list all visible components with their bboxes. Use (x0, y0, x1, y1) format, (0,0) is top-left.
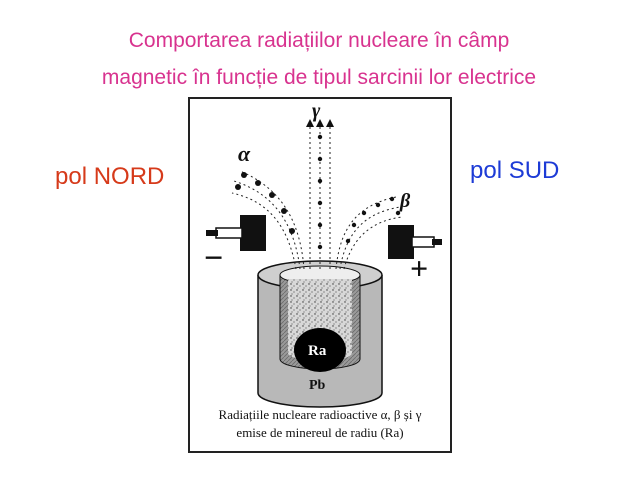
caption-line-1: Radiațiile nucleare radioactive α, β și … (219, 407, 422, 422)
north-pole-label: pol NORD (55, 163, 165, 190)
beta-symbol: β (399, 190, 411, 212)
lead-label: Pb (309, 378, 326, 393)
negative-electrode (206, 215, 266, 251)
slide-title-line-2: magnetic în funcție de tipul sarcinii lo… (101, 66, 537, 89)
lead-container (257, 260, 383, 408)
beta-particles (345, 196, 401, 244)
alpha-particles (235, 172, 295, 234)
gamma-arrowheads (306, 119, 334, 127)
alpha-ray-beam (231, 170, 305, 270)
radiation-diagram: − + Ra Pb (188, 97, 452, 453)
radiation-diagram-svg: − + Ra Pb (188, 97, 452, 453)
minus-sign: − (204, 240, 223, 277)
slide-title-line-1: Comportarea radiațiilor nucleare în câmp (128, 29, 510, 52)
radium-label: Ra (308, 343, 327, 359)
gamma-symbol: γ (312, 100, 321, 122)
gamma-ray-beam (309, 125, 331, 269)
beta-ray-beam (335, 196, 403, 270)
positive-electrode (388, 225, 442, 259)
south-pole-label: pol SUD (470, 157, 560, 184)
gamma-particles (317, 134, 323, 250)
alpha-symbol: α (238, 141, 251, 166)
caption-line-2: emise de minereul de radiu (Ra) (236, 425, 403, 440)
plus-sign: + (410, 250, 428, 286)
